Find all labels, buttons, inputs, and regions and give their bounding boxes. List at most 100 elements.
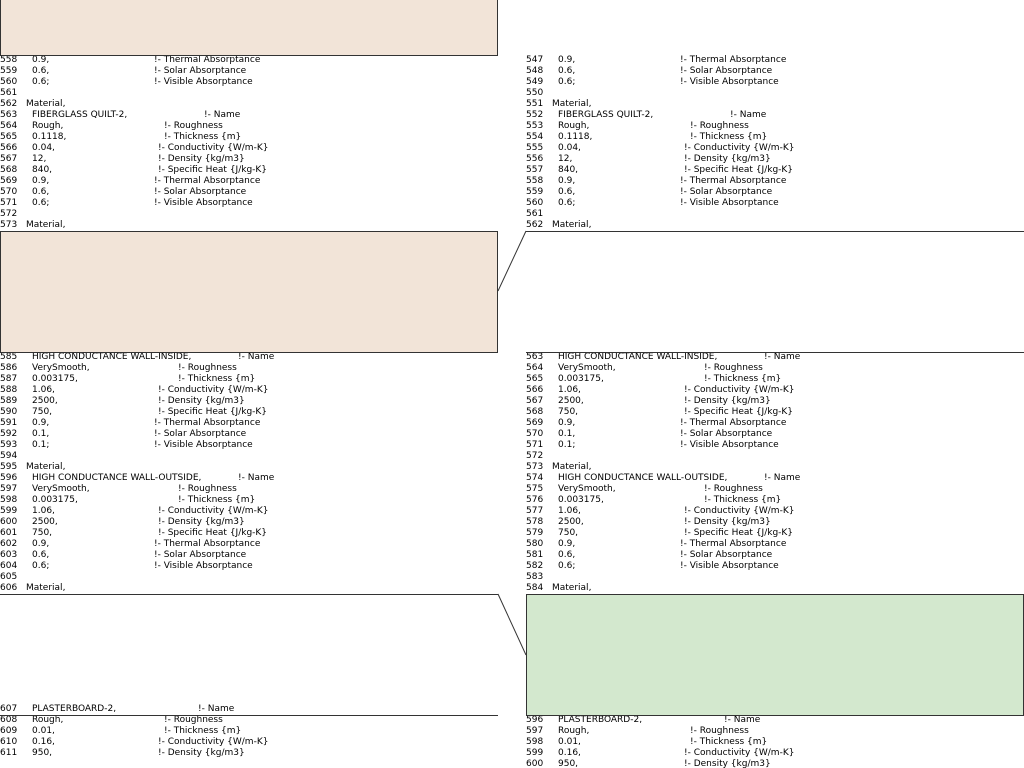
connector-plaster-top	[497, 593, 527, 656]
field-value: 0.6;	[32, 198, 50, 208]
right-code-line[interactable]: 572	[526, 451, 1024, 462]
field-value: 0.9,	[32, 539, 50, 549]
right-code-line[interactable]: 550	[526, 88, 1024, 99]
line-content: Material,	[552, 583, 1024, 594]
line-number: 597	[526, 726, 544, 736]
field-value: 0.9,	[558, 418, 576, 428]
line-number: 571	[0, 198, 18, 208]
line-number: 609	[0, 726, 18, 736]
left-code-line[interactable]: 572	[0, 209, 498, 220]
line-number: 563	[526, 352, 544, 362]
line-number: 553	[526, 121, 544, 131]
left-code-line[interactable]: 594	[0, 451, 498, 462]
left-code-line[interactable]: 605	[0, 572, 498, 583]
field-value: 0.01,	[32, 726, 55, 736]
field-value: 0.16,	[558, 748, 581, 758]
right-code-line[interactable]: 561	[526, 209, 1024, 220]
field-value: 0.6,	[32, 550, 50, 560]
left-code-line[interactable]: 561	[0, 88, 498, 99]
right-code-line[interactable]: 583	[526, 572, 1024, 583]
